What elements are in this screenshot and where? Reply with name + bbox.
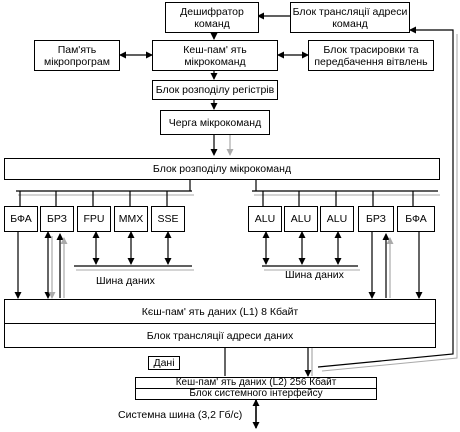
data-address-translation-block: Блок трансляції адреси даних	[4, 323, 436, 348]
unit-alu-3: ALU	[320, 206, 354, 232]
unit-alu-2: ALU	[284, 206, 318, 232]
unit-feed-lines	[19, 191, 414, 206]
system-bus-label: Системна шина (3,2 Гб/с)	[118, 409, 243, 421]
unit-brz-left: БРЗ	[40, 206, 74, 232]
data-label-box: Дані	[148, 356, 180, 370]
address-translation-block: Блок трансляції адреси команд	[290, 2, 410, 33]
data-bus-left-label: Шина даних	[96, 275, 155, 287]
register-allocation-block: Блок розподілу регістрів	[152, 80, 278, 100]
unit-bfa-left: БФА	[4, 206, 38, 232]
path-l2-to-translation	[317, 26, 454, 368]
unit-sse: SSE	[151, 206, 185, 232]
decoder-block: Дешифратор команд	[165, 2, 259, 33]
microcode-queue-block: Черга мікрокоманд	[160, 110, 270, 135]
unit-mmx: MMX	[114, 206, 148, 232]
microcode-cache-block: Кеш-пам' ять мікрокоманд	[152, 40, 278, 71]
system-interface-block: Блок системного інтерфейсу	[135, 388, 377, 400]
unit-bfa-right: БФА	[397, 206, 435, 232]
unit-fpu: FPU	[77, 206, 111, 232]
unit-brz-right: БРЗ	[358, 206, 394, 232]
unit-alu-1: ALU	[248, 206, 282, 232]
trace-prediction-block: Блок трасировки та передбачення вітвлень	[308, 40, 434, 71]
l1-cache-block: Кєш-пам' ять даних (L1) 8 Кбайт	[4, 299, 436, 324]
path-l2-to-translation-shadow	[321, 34, 458, 372]
microprogram-memory-block: Пам'ять мікропрограм	[34, 40, 120, 71]
microcode-dispatch-block: Блок розподілу мікрокоманд	[4, 158, 440, 180]
data-bus-right-label: Шина даних	[285, 269, 344, 281]
